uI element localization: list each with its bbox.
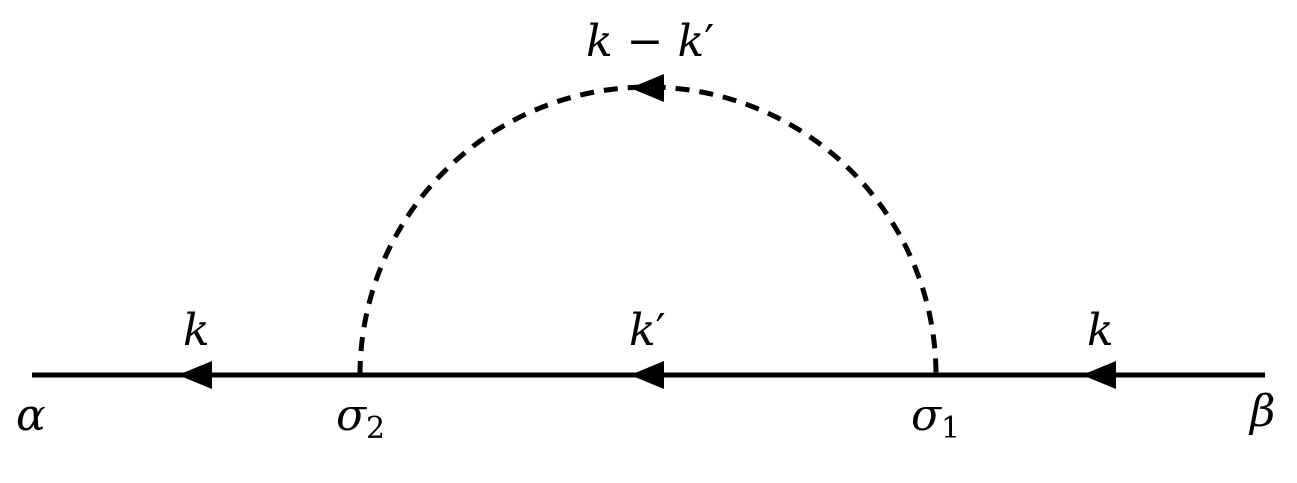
arrow-left-segment xyxy=(178,361,212,389)
arrow-right-segment xyxy=(1082,361,1116,389)
label-momentum-left: k xyxy=(183,305,210,356)
momentum-middle-k: k xyxy=(629,305,656,356)
label-vertex-sigma-2: σ2 xyxy=(336,390,385,446)
arrow-middle-segment xyxy=(630,361,664,389)
label-vertex-sigma-1: σ1 xyxy=(911,390,960,446)
label-loop-momentum: k − k′ xyxy=(586,16,714,67)
label-momentum-right: k xyxy=(1087,305,1114,356)
label-momentum-middle: k′ xyxy=(629,305,666,356)
loop-k: k xyxy=(586,16,613,67)
label-alpha: α xyxy=(16,390,46,441)
momentum-middle-prime: ′ xyxy=(656,305,666,356)
arrow-loop xyxy=(630,74,664,102)
vertex-left-symbol: σ xyxy=(336,390,368,441)
vertex-left-subscript: 2 xyxy=(366,411,385,446)
loop-prime: ′ xyxy=(704,16,714,67)
vertex-right-subscript: 1 xyxy=(941,411,960,446)
loop-k-prime: k xyxy=(678,16,705,67)
vertex-right-symbol: σ xyxy=(911,390,943,441)
loop-minus: − xyxy=(613,16,678,67)
label-beta: β xyxy=(1248,386,1275,437)
